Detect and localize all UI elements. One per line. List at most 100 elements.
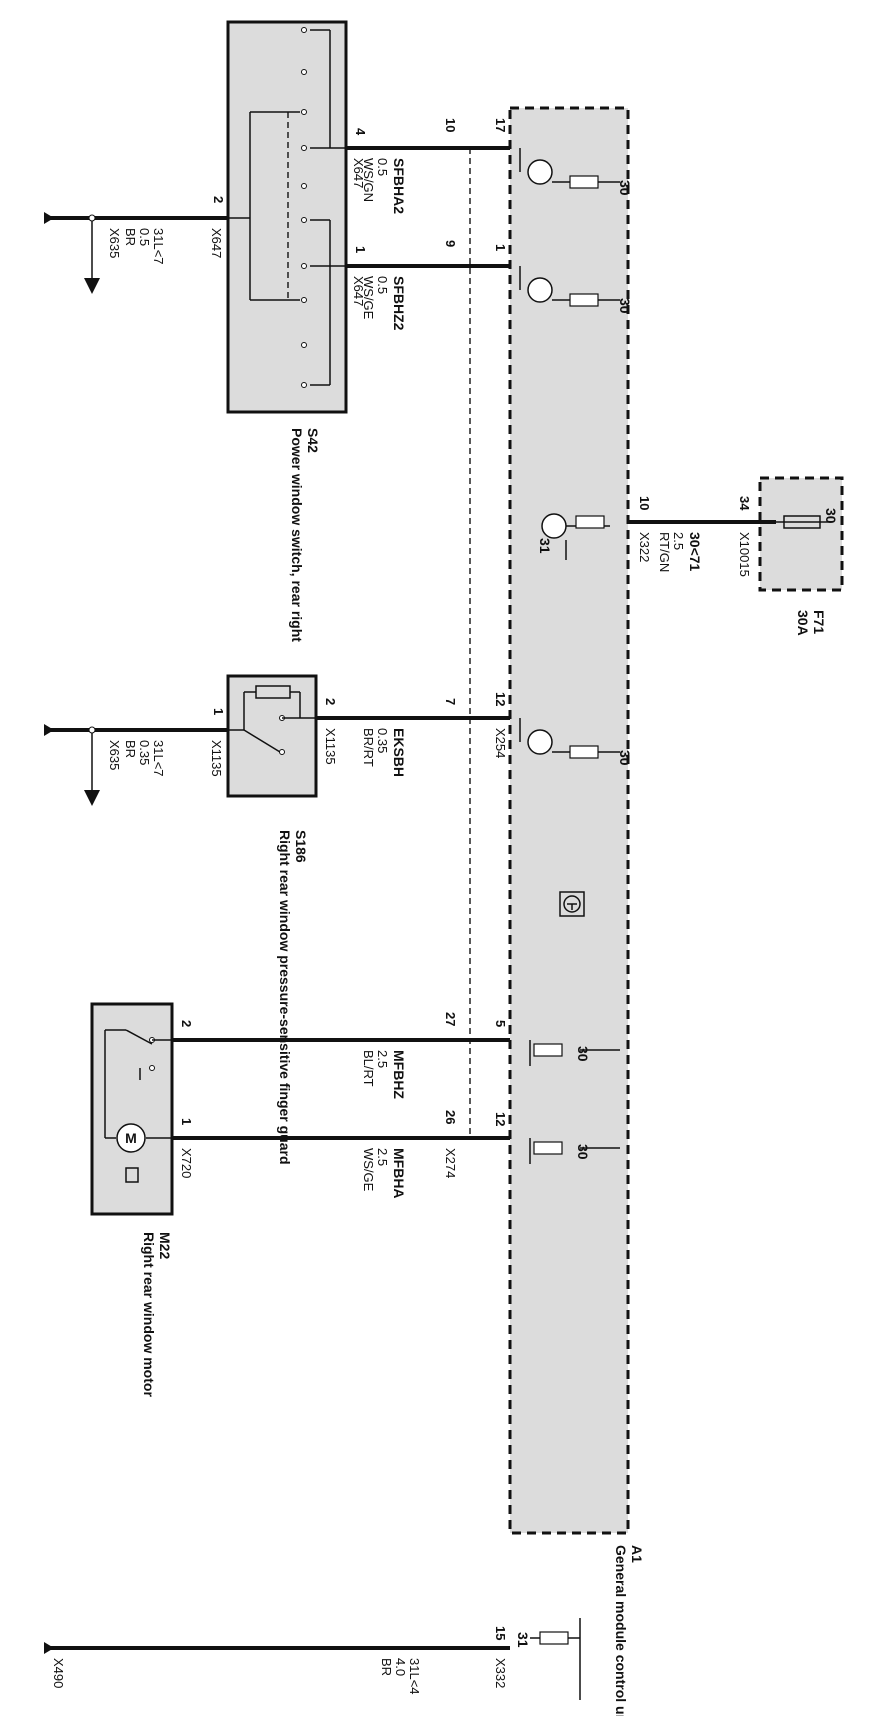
window-icon xyxy=(125,1167,139,1183)
ground-top-connector: X635 xyxy=(107,228,122,258)
label-sfbha2: SFBHA2 0.5 WS/GN xyxy=(361,158,407,214)
ground-top-color: BR xyxy=(123,228,138,246)
pin-30-71-left: 10 xyxy=(637,496,652,510)
s42-id: S42 xyxy=(305,428,321,453)
w30-71-color: RT/GN xyxy=(657,532,672,572)
s42-internal xyxy=(228,27,346,388)
ground-arrows xyxy=(44,212,100,1654)
label-ground-top: 31L<7 0.5 BR xyxy=(123,228,166,265)
pin-mfbha-right: 12 xyxy=(493,1112,508,1126)
pin-mfbhz-right: 5 xyxy=(493,1020,508,1027)
a1-t30-2: 30 xyxy=(617,298,633,314)
ground-middle-label: 31L<7 xyxy=(151,740,166,777)
s186-id: S186 xyxy=(293,830,309,863)
pin-sfbha2-left: 4 xyxy=(353,128,368,136)
a1-name: General module control unit xyxy=(613,1545,629,1716)
mfbha-plug2: X274 xyxy=(443,1148,458,1178)
pin-sfbhz2-mid: 9 xyxy=(443,240,458,247)
a1-t30-3: 30 xyxy=(617,750,633,766)
pin-sfbha2-mid: 10 xyxy=(443,118,458,132)
mfbha-color: WS/GE xyxy=(361,1148,376,1192)
w30-71-plug: X322 xyxy=(637,532,652,562)
s186-label-group: S186 Right rear window pressure-sensitiv… xyxy=(277,830,309,1165)
label-30-71: 30<71 2.5 RT/GN xyxy=(657,532,703,572)
a1-t31-2: 31 xyxy=(515,1632,531,1648)
mfbha-plug: X720 xyxy=(179,1148,194,1178)
s186-box xyxy=(226,674,318,798)
a1-module-box xyxy=(508,106,630,1535)
pin-mfbha-left: 1 xyxy=(179,1118,194,1125)
eksbh-signal: EKSBH xyxy=(391,728,407,777)
ground-middle-color: BR xyxy=(123,740,138,758)
w30-71-signal: 30<71 xyxy=(687,532,703,572)
pin-sfbhz2-right: 1 xyxy=(493,244,508,251)
label-eksbh: EKSBH 0.35 BR/RT xyxy=(361,728,407,777)
pin-eksbh-mid: 7 xyxy=(443,698,458,705)
label-sfbhz2: SFBHZ2 0.5 WS/GE xyxy=(361,276,407,331)
ground-middle-size: 0.35 xyxy=(137,740,152,765)
ground-top-size: 0.5 xyxy=(137,228,152,246)
sfbha2-plug: X647 xyxy=(351,158,366,188)
f71-label-group: F71 30A xyxy=(795,610,827,636)
sfbha2-color: WS/GN xyxy=(361,158,376,202)
pin-30-71-right: 34 xyxy=(737,496,752,511)
pin-ground-bottom: 15 xyxy=(493,1626,508,1640)
pin-mfbhz-mid: 27 xyxy=(443,1012,458,1026)
label-ground-bottom: 31L<4 4.0 BR xyxy=(379,1658,422,1695)
label-mfbhz: MFBHZ 2.5 BL/RT xyxy=(361,1050,407,1099)
sfbhz2-plug: X647 xyxy=(351,276,366,306)
a1-label-group: A1 General module control unit xyxy=(613,1545,645,1716)
a1-t30-1: 30 xyxy=(617,180,633,196)
mfbhz-size: 2.5 xyxy=(375,1050,390,1068)
ground-top-label: 31L<7 xyxy=(151,228,166,265)
fuse-icon xyxy=(776,515,830,529)
ground-middle-plug: X1135 xyxy=(209,740,224,777)
sfbhz2-size: 0.5 xyxy=(375,276,390,294)
s42-box xyxy=(226,20,348,414)
label-ground-middle: 31L<7 0.35 BR xyxy=(123,740,166,777)
pin-sfbhz2-left: 1 xyxy=(353,246,368,253)
pin-ground-middle: 1 xyxy=(211,708,226,715)
w30-71-size: 2.5 xyxy=(671,532,686,550)
pin-sfbha2-right: 17 xyxy=(493,118,508,132)
s186-name: Right rear window pressure-sensitive fin… xyxy=(277,830,293,1165)
a1-t30-4: 30 xyxy=(575,1046,591,1062)
s186-internal xyxy=(228,685,316,755)
ground-top-plug: X647 xyxy=(209,228,224,258)
m22-name: Right rear window motor xyxy=(141,1232,157,1397)
s42-name: Power window switch, rear right xyxy=(289,428,305,642)
sfbha2-signal: SFBHA2 xyxy=(391,158,407,214)
a1-t30-5: 30 xyxy=(575,1144,591,1160)
pin-mfbhz-left: 2 xyxy=(179,1020,194,1027)
motor-symbol: M xyxy=(125,1130,137,1146)
a1-id: A1 xyxy=(629,1545,645,1563)
f71-t30: 30 xyxy=(823,508,839,524)
sfbha2-size: 0.5 xyxy=(375,158,390,176)
pin-eksbh-right: 12 xyxy=(493,692,508,706)
a1-t31-1: 31 xyxy=(537,538,553,554)
motor-icon xyxy=(116,1123,146,1153)
f71-id: F71 xyxy=(811,610,827,634)
ground-bottom-color: BR xyxy=(379,1658,394,1676)
pin-eksbh-left: 2 xyxy=(323,698,338,705)
eksbh-size: 0.35 xyxy=(375,728,390,753)
mfbha-signal: MFBHA xyxy=(391,1148,407,1199)
module-icon xyxy=(559,891,585,917)
eksbh-color: BR/RT xyxy=(361,728,376,767)
mfbha-size: 2.5 xyxy=(375,1148,390,1166)
eksbh-plug2: X254 xyxy=(493,728,508,758)
ground-middle-connector: X635 xyxy=(107,740,122,770)
w30-71-plug2: X10015 xyxy=(737,532,752,577)
pin-mfbha-mid: 26 xyxy=(443,1110,458,1124)
ground-bottom-size: 4.0 xyxy=(393,1658,408,1676)
eksbh-plug: X1135 xyxy=(323,728,338,765)
pin-ground-top: 2 xyxy=(211,196,226,203)
f71-box xyxy=(758,476,844,592)
sfbhz2-signal: SFBHZ2 xyxy=(391,276,407,331)
ground-bottom-label: 31L<4 xyxy=(407,1658,422,1695)
ground-bottom-connector: X490 xyxy=(51,1658,66,1688)
sfbhz2-color: WS/GE xyxy=(361,276,376,320)
m22-internal xyxy=(104,1029,172,1139)
ground-bottom-plug: X332 xyxy=(493,1658,508,1688)
